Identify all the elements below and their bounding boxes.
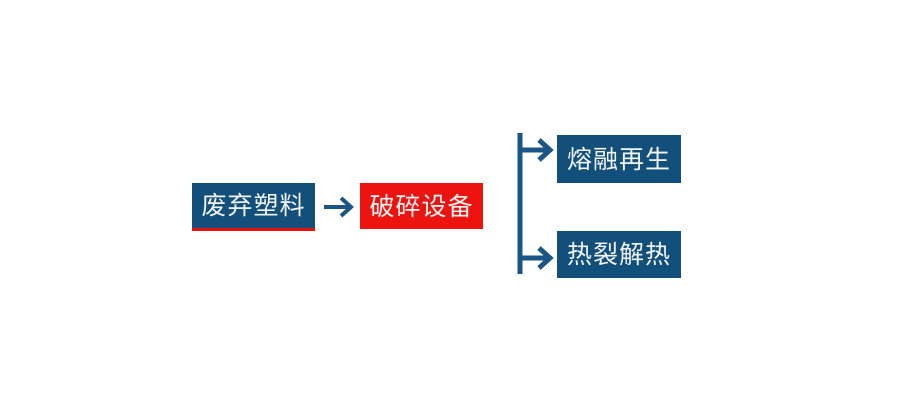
node-source-label: 废弃塑料 xyxy=(201,191,306,220)
branch-connector xyxy=(505,128,563,283)
node-branch-top-label: 熔融再生 xyxy=(566,144,671,174)
arrow-source-to-process xyxy=(322,192,358,222)
node-process-label: 破碎设备 xyxy=(369,191,474,221)
node-branch-bottom-label: 热裂解热 xyxy=(566,240,671,269)
node-branch-top[interactable]: 熔融再生 xyxy=(557,135,681,183)
node-branch-bottom[interactable]: 热裂解热 xyxy=(557,231,681,278)
node-source[interactable]: 废弃塑料 xyxy=(192,183,315,231)
node-process[interactable]: 破碎设备 xyxy=(360,183,483,229)
